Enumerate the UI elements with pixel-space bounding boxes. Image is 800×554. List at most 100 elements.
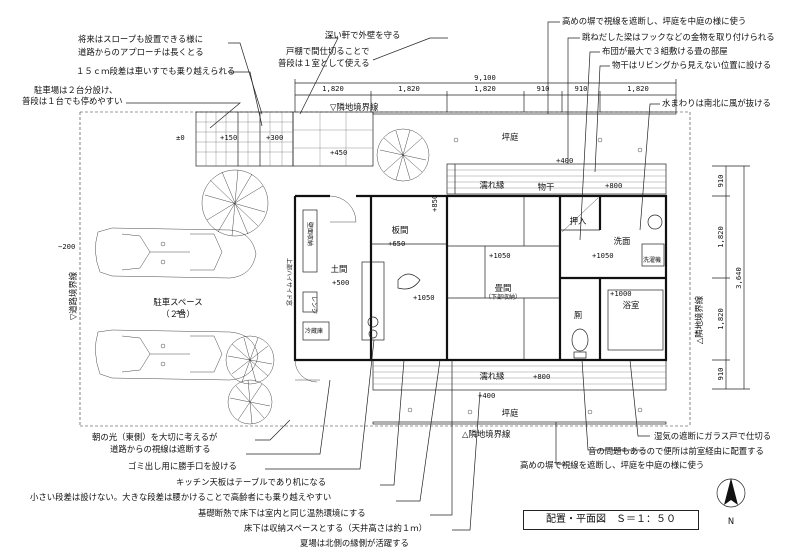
note-smallstep: 小さい段差は設けない。大きな段差は腰かけることで高齢者にも乗り越えやすい [30,492,331,502]
note-eaves: 深い軒で外壁を守る [325,30,400,40]
dim-segment: 1,820 [398,84,420,93]
boundary-east: △隣地境界線 [694,295,704,344]
room-itama: 板間 [392,225,409,235]
note-wall-bottom: 高めの塀で視線を遮断し、坪庭を中庭の様に使う [520,460,704,470]
room-yokushitsu: 浴室 [623,300,640,310]
note-futon: 布団が最大で３組敷ける畳の部屋 [602,46,728,56]
room-tsuboniwa-top: 坪庭 [502,132,519,142]
oshiire-hatch [561,197,599,233]
north-engawa [446,163,667,195]
level: +400 [556,156,573,165]
note-step15: １５ｃｍ段差は車いすでも乗り越えられる [76,66,235,76]
note-slope: 将来はスロープも設置できる様に [78,34,203,44]
note-kitchen: キッチン天板はテーブルであり机になる [176,477,326,487]
note-parking2: 普段は１台でも停めやすい [22,96,123,106]
boundary-road: ▽道路境界線 [68,271,78,320]
level: ±0 [176,307,185,316]
level: +500 [332,278,349,287]
level-road: −200 [58,242,75,251]
level-labels: ±0 +150 +300 ±0 +450 +400 +800 +850 +650… [58,133,632,400]
note-insulation: 基礎断熱で床下は室内と同じ温熱環境にする [198,508,366,518]
room-labels: 坪庭 坪庭 濡れ縁 濡れ縁 物干 板間 土間 畳間 （下部収納） 押入 洗面 浴… [153,132,661,418]
level: +800 [533,372,550,381]
note-wind: 水まわりは南北に風が抜ける [662,98,771,108]
label-range: レンジ [310,296,317,314]
note-door2: 普段は１室として使える [278,58,370,68]
dim-segment: 1,820 [322,84,344,93]
parked-cars [95,227,259,381]
right-dimensions: 910 1,820 1,820 910 3,640 [712,165,750,390]
level: +1050 [592,251,614,260]
level: +850 [430,195,439,212]
top-dimensions: 9,100 1,820 1,820 1,820 910 910 1,820 [294,73,677,112]
dim-right: 1,820 [716,308,725,330]
south-engawa [372,359,667,425]
dim-segment: 1,820 [474,84,496,93]
room-engawa-bottom: 濡れ縁 [479,371,505,381]
note-wall-top: 高めの塀で視線を遮断し、坪庭を中庭の様に使う [562,16,746,26]
note-trash: ゴミ出し用に勝手口を設ける [128,461,237,471]
dim-segment: 910 [537,84,550,93]
dim-right: 910 [716,368,725,381]
room-toilet: 厠 [574,310,582,320]
note-beam: 跳ねだした梁はフックなどの金物を取り付けられる [582,32,775,42]
label-fridge: 冷蔵庫 [305,327,323,335]
note-parking1: 駐車場は２台分設け、 [34,85,117,95]
boundary-north: ▽隣地境界線 [330,102,379,112]
room-engawa-top: 濡れ縁 [479,180,505,190]
garden-stones [407,137,643,415]
note-approach: 道路からのアプローチは長くとる [78,47,204,57]
kitchen-fixtures [302,209,421,341]
note-morning1: 朝の光（東側）を大切に考えるが [92,432,218,442]
room-oshiire: 押入 [570,216,587,226]
level: +1050 [413,293,435,302]
room-doma: 土間 [331,264,348,274]
note-morning2: 道路からの視線は遮断する [110,444,211,454]
note-laundry: 物干はリビングから見えない位置に設ける [612,60,771,70]
north-arrow-icon: N [716,478,746,526]
room-parking: 駐車スペース [153,297,202,307]
note-summer: 夏場は北側の縁側が活躍する [300,538,409,548]
leader-lines [126,21,660,531]
drawing-title: 配置・平面図 Ｓ＝１：５０ [523,510,699,530]
boundary-south: △隣地境界線 [462,429,511,439]
approach-steps [195,111,294,167]
label-washer: 洗濯機 [643,256,661,264]
tree-shapes [201,128,430,425]
room-parking-sub: （２台） [161,309,195,319]
level: +650 [388,239,405,248]
label-hitype: 上部ハイサイド窓 [285,258,293,306]
level: +450 [330,148,347,157]
room-tsuboniwa-bottom: 坪庭 [502,408,519,418]
dim-right-total: 3,640 [734,267,743,289]
dim-right: 910 [716,175,725,188]
room-senmen: 洗面 [614,236,631,246]
note-door1: 戸棚で間仕切ることで [286,46,370,56]
house-walls [293,194,668,383]
entrance-paving [292,111,374,167]
dim-segment: 910 [575,84,588,93]
north-fence [372,111,677,115]
bath-fixtures [571,214,665,359]
level: +800 [605,181,622,190]
dim-total: 9,100 [474,73,496,82]
level: +1000 [610,289,632,298]
level: +400 [478,391,495,400]
tatami-mats [447,196,560,360]
level: +300 [266,133,283,142]
level: +150 [220,133,237,142]
dim-right: 1,820 [716,226,725,248]
level: ±0 [176,133,185,142]
label-shoebox: 壁面収納 [306,222,314,246]
annotation-texts: 将来はスロープも設置できる様に 道路からのアプローチは長くとる １５ｃｍ段差は車… [22,16,775,548]
note-humid: 湿気の遮断にガラス戸で仕切る [654,431,771,441]
dim-segment: 1,820 [627,84,649,93]
room-tatami-sub: （下部収納） [485,293,521,301]
level: +1050 [489,251,511,260]
room-tatami: 畳間 [495,283,512,293]
boundary-labels: ▽隣地境界線 △隣地境界線 ▽道路境界線 △隣地境界線 [68,102,704,439]
north-label: N [728,516,734,526]
note-sound: 音の問題もあるので便所は前室経由に配置する [588,446,764,456]
room-monohoshi: 物干 [538,182,555,192]
